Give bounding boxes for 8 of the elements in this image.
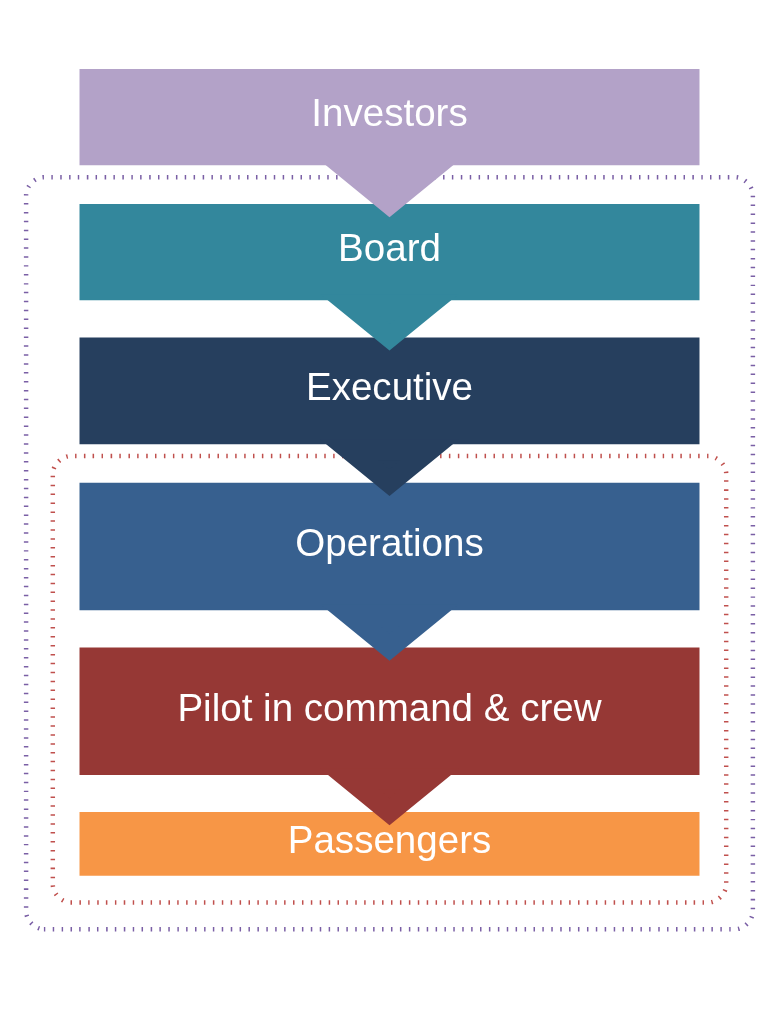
node-box: Board	[79, 203, 700, 300]
node-box: Executive	[79, 336, 700, 444]
node-box: Investors	[79, 68, 700, 165]
node-box: Operations	[79, 482, 700, 610]
cluster	[50, 453, 729, 905]
node-box: Pilot in command & crew	[79, 646, 700, 775]
cluster	[23, 174, 756, 931]
node-box: Passengers	[79, 811, 700, 876]
